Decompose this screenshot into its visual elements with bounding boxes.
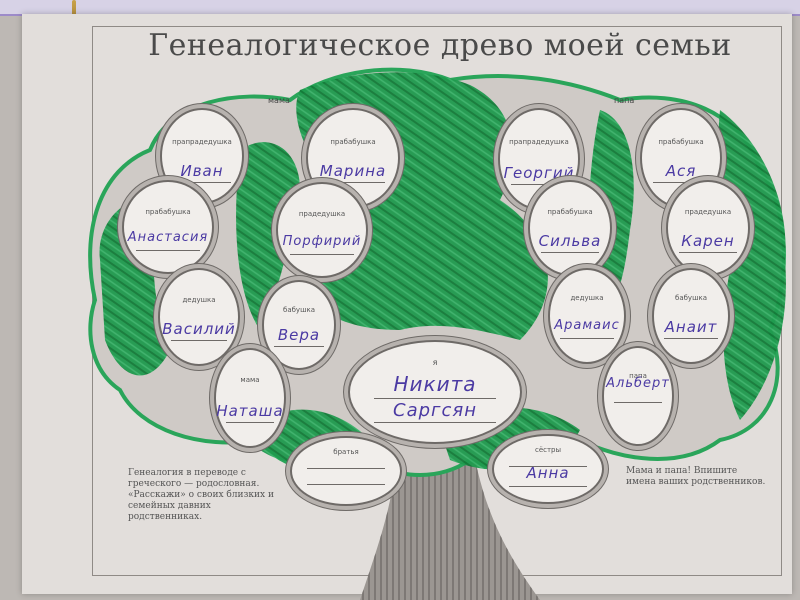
member-role: прабабушка: [145, 208, 191, 216]
member-name: Арамаис: [554, 318, 620, 333]
member-line: [307, 468, 385, 469]
member-oval-brothers: братья: [290, 436, 402, 506]
member-role: сёстры: [534, 446, 562, 454]
member-oval-sisters: сёстры Анна: [492, 434, 604, 504]
member-name: Порфирий: [282, 234, 362, 249]
member-name: Василий: [162, 320, 236, 338]
member-role: прабабушка: [547, 208, 593, 216]
member-line: [173, 182, 231, 183]
member-name: Сильва: [538, 232, 602, 250]
foliage-mid-left: [236, 142, 300, 330]
member-oval-m6: бабушка Вера: [262, 280, 336, 370]
member-line: [510, 184, 568, 185]
member-line: [541, 252, 599, 253]
member-oval-m7: мама Наташа: [214, 348, 286, 448]
member-role: братья: [333, 448, 359, 456]
member-role: прабабушка: [330, 138, 376, 146]
note-right: Мама и папа! Впишите имена ваших родстве…: [626, 466, 766, 487]
member-name: Иван: [180, 162, 224, 180]
member-name: Георгий: [503, 164, 575, 182]
member-first-name: Никита: [393, 372, 477, 396]
member-role: дедушка: [570, 294, 604, 302]
member-line: [679, 252, 737, 253]
member-oval-f5: дедушка Арамаис: [548, 268, 626, 364]
member-name: Анаит: [664, 318, 718, 336]
member-name: Марина: [319, 162, 387, 180]
member-role: прадедушка: [298, 210, 346, 218]
member-line: [320, 182, 386, 183]
member-line: [307, 484, 385, 485]
member-role: я: [432, 358, 438, 367]
page-title: Генеалогическое древо моей семьи: [148, 28, 732, 63]
member-line: [652, 182, 710, 183]
member-line: [290, 254, 354, 255]
member-role: дедушка: [182, 296, 216, 304]
member-line: [170, 340, 228, 341]
member-line: [373, 398, 497, 399]
mother-side-label: мама: [268, 96, 290, 105]
member-name: Ася: [665, 162, 697, 180]
note-left: Генеалогия в переводе с греческого — род…: [128, 468, 274, 522]
member-oval-f6: бабушка Анаит: [652, 268, 730, 364]
member-name: Наташа: [216, 402, 284, 420]
member-name: Анна: [526, 464, 570, 482]
member-oval-f7: папа Альберт: [602, 346, 674, 446]
member-oval-self: я Никита Саргсян: [348, 340, 522, 444]
member-role: прапрадедушка: [509, 138, 569, 146]
member-oval-f4: прадедушка Карен: [666, 180, 750, 276]
member-line: [613, 402, 663, 403]
member-line: [373, 422, 497, 423]
member-role: бабушка: [283, 306, 315, 314]
member-role: папа: [629, 372, 647, 380]
member-line: [225, 422, 275, 423]
member-oval-m3: дедушка Василий: [158, 268, 240, 366]
member-oval-f3: прабабушка Сильва: [528, 180, 612, 276]
member-role: прадедушка: [684, 208, 732, 216]
member-name: Вера: [277, 326, 321, 344]
member-line: [273, 346, 325, 347]
member-line: [560, 338, 614, 339]
member-name: Альберт: [606, 376, 670, 391]
member-oval-m2: прабабушка Анастасия: [122, 180, 214, 274]
father-side-label: папа: [614, 96, 635, 105]
member-role: бабушка: [675, 294, 707, 302]
member-line: [509, 486, 587, 487]
member-line: [136, 250, 200, 251]
member-line: [509, 466, 587, 467]
member-name: Карен: [681, 232, 735, 250]
member-role: мама: [240, 376, 260, 384]
foliage-mid-right: [588, 110, 634, 320]
foliage-right: [718, 110, 786, 420]
member-role: прабабушка: [658, 138, 704, 146]
member-role: прапрадедушка: [172, 138, 232, 146]
member-last-name: Саргсян: [393, 400, 477, 421]
member-name: Анастасия: [127, 230, 209, 245]
member-oval-m5: прадедушка Порфирий: [276, 182, 368, 278]
member-line: [664, 338, 718, 339]
